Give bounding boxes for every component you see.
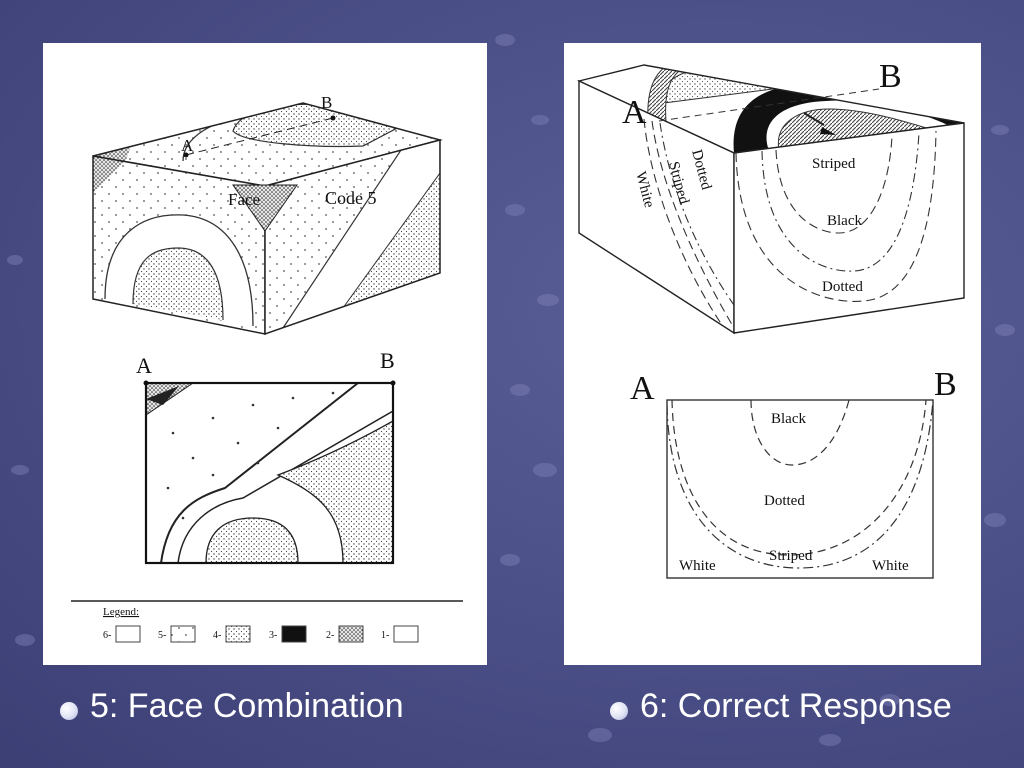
section-label-b: B	[380, 348, 395, 373]
correct-response-diagram: A B Striped Black Dotted Dotted Striped …	[576, 58, 965, 579]
face-marker-triangle	[232, 184, 298, 232]
section-label-white-right: White	[872, 558, 909, 574]
legend: Legend: 6- 5- 4- 3- 2- 1-	[71, 600, 463, 643]
caption-face-combination: 5: Face Combination	[60, 684, 404, 728]
cross-section	[666, 399, 934, 579]
face-combination-diagram: A B Face Code 5	[71, 93, 463, 643]
bullet-icon	[60, 702, 78, 720]
section-label-a: A	[136, 353, 152, 378]
face-combination-panel: A B Face Code 5	[43, 43, 487, 665]
section-label-a: A	[630, 370, 655, 407]
legend-item-3-label: 3-	[269, 630, 277, 641]
section-label-black: Black	[771, 411, 806, 427]
legend-item-3-swatch	[281, 625, 307, 643]
point-b-marker	[330, 115, 336, 121]
legend-item-6-swatch	[115, 625, 141, 643]
code-label: Code 5	[325, 188, 377, 208]
section-line-ab	[658, 88, 880, 122]
block-label-a: A	[181, 136, 194, 155]
caption-correct-response: 6: Correct Response	[610, 684, 952, 728]
block-label-dotted: Dotted	[822, 279, 863, 295]
legend-item-1-swatch	[393, 625, 419, 643]
block-label-a: A	[622, 94, 647, 131]
point-a-marker	[183, 152, 189, 158]
block-front-face	[92, 155, 266, 335]
block-label-b: B	[321, 93, 332, 112]
legend-item-2-label: 2-	[326, 630, 334, 641]
section-label-dotted: Dotted	[764, 493, 805, 509]
block-label-b: B	[879, 58, 902, 95]
section-label-b: B	[934, 366, 957, 403]
legend-item-1-label: 1-	[381, 630, 389, 641]
correct-response-panel: A B Striped Black Dotted Dotted Striped …	[564, 43, 981, 665]
legend-item-4-swatch	[225, 625, 251, 643]
cross-section	[143, 380, 396, 565]
block-label-striped: Striped	[812, 156, 856, 172]
legend-item-2-swatch	[338, 625, 364, 643]
block-right-face	[733, 122, 965, 334]
block-label-black: Black	[827, 213, 862, 229]
block-right-face	[264, 139, 441, 336]
legend-title: Legend:	[103, 606, 139, 618]
face-label: Face	[228, 190, 260, 209]
section-label-white-left: White	[679, 558, 716, 574]
caption-text: 6: Correct Response	[640, 686, 952, 725]
legend-item-4-label: 4-	[213, 630, 221, 641]
section-label-striped: Striped	[769, 548, 813, 564]
legend-item-5-swatch	[170, 625, 196, 643]
bullet-icon	[610, 702, 628, 720]
legend-item-6-label: 6-	[103, 630, 111, 641]
legend-item-5-label: 5-	[158, 630, 166, 641]
caption-text: 5: Face Combination	[90, 686, 404, 725]
